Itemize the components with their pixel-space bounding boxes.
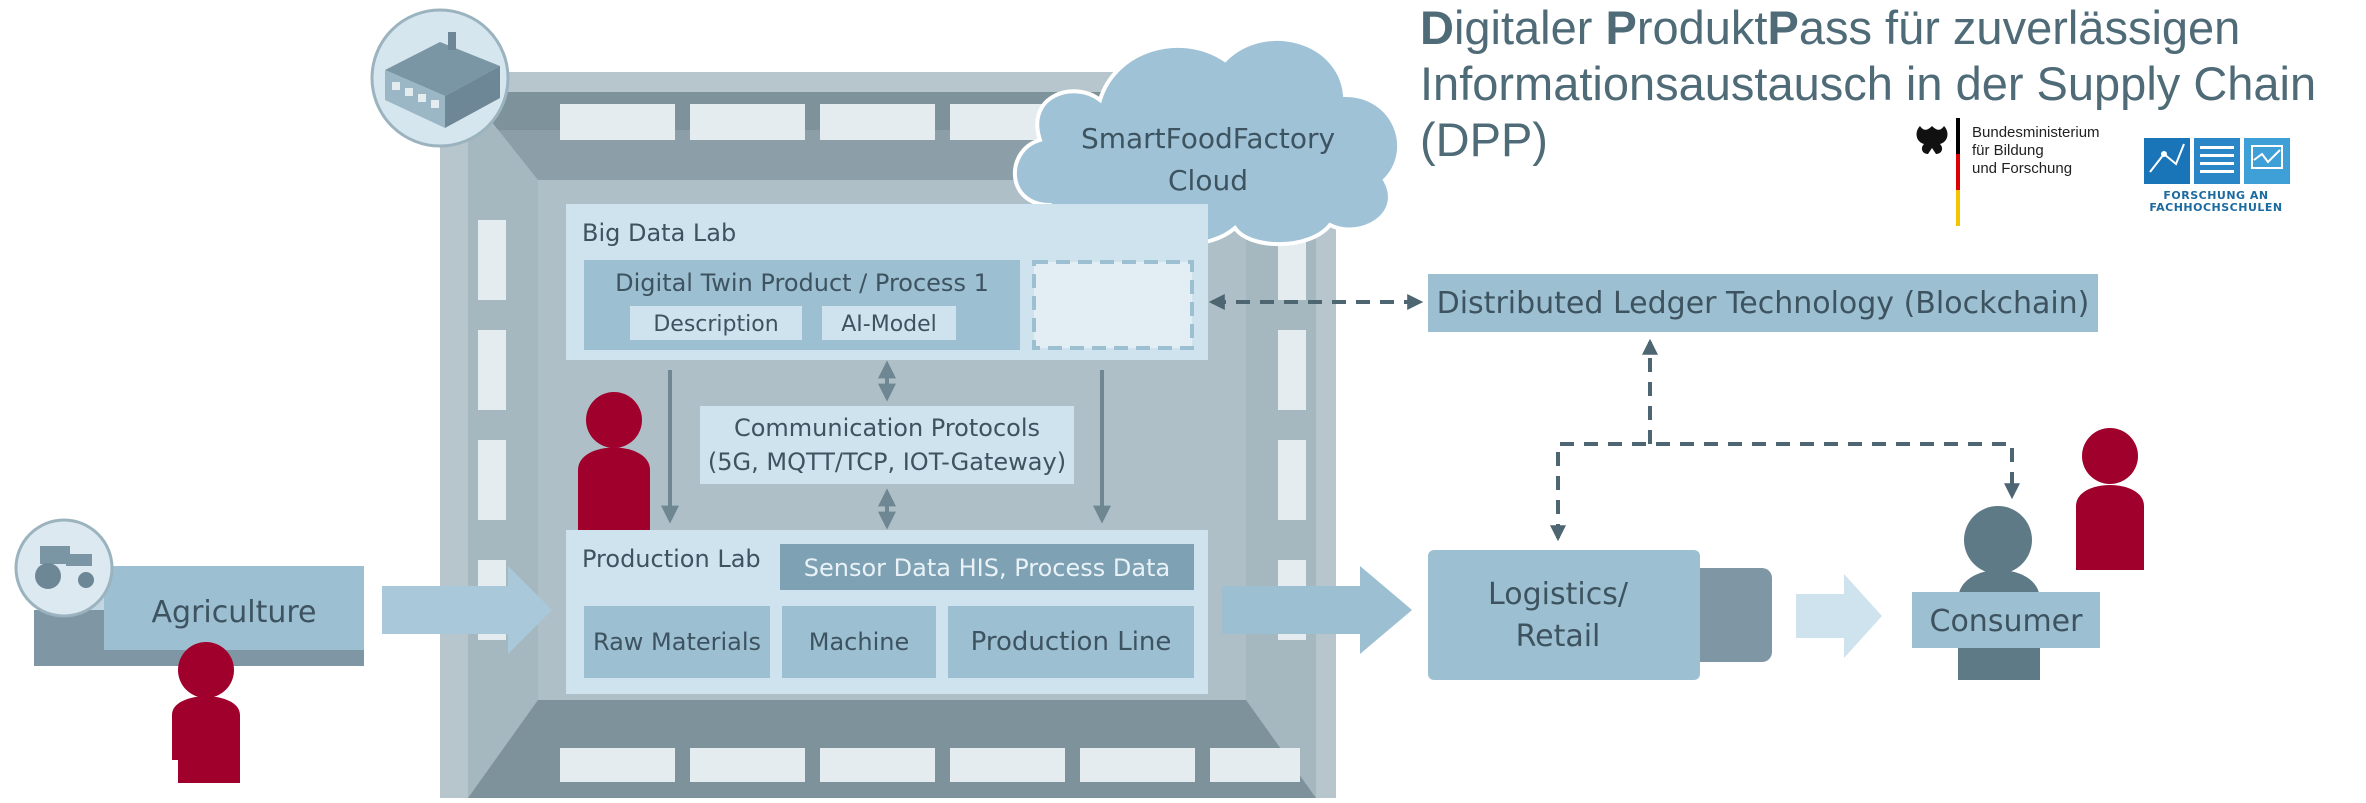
factory-building-icon	[370, 8, 510, 148]
bmbf-logo: Bundesministerium für Bildung und Forsch…	[1910, 118, 2130, 228]
logistics-label-line1: Logistics/	[1488, 577, 1629, 612]
farmer-person-icon	[172, 642, 240, 783]
cloud-label-line1: SmartFoodFactory	[1081, 122, 1335, 155]
title-part: P	[1605, 1, 1637, 54]
factory-worker-person-icon	[578, 392, 650, 530]
sensor-data-label: Sensor Data HIS, Process Data	[804, 554, 1170, 582]
data-flow-arrows	[661, 360, 1111, 530]
agriculture-block	[34, 566, 364, 666]
ledger-box	[1428, 274, 2098, 332]
machine-box	[782, 606, 936, 678]
placeholder-twin-box	[1032, 260, 1194, 350]
communication-line2: (5G, MQTT/TCP, IOT-Gateway)	[708, 448, 1066, 476]
communication-box	[700, 406, 1074, 484]
sensor-data-box	[780, 544, 1194, 590]
agriculture-label: Agriculture	[152, 595, 317, 630]
title-part: D	[1420, 1, 1454, 54]
logistics-block	[1428, 550, 1772, 680]
raw-materials-box	[584, 606, 770, 678]
tractor-icon	[14, 518, 114, 618]
production-line-box	[948, 606, 1194, 678]
logistics-label-line2: Retail	[1516, 619, 1601, 654]
description-box	[630, 306, 802, 340]
title-part: ass für zuverlässigen Informationsaustau…	[1420, 1, 2317, 166]
ledger-connector-lines	[1208, 294, 2020, 542]
title-part: igitaler	[1453, 1, 1606, 54]
fhs-logo: FORSCHUNG AN FACHHOCHSCHULEN	[2136, 132, 2296, 216]
title-part: P	[1767, 1, 1799, 54]
communication-line1: Communication Protocols	[734, 414, 1040, 442]
fhs-logo-icons	[2144, 138, 2290, 184]
description-label: Description	[653, 312, 778, 337]
ledger-label: Distributed Ledger Technology (Blockchai…	[1437, 286, 2090, 321]
bmbf-logo-text: Bundesministerium für Bildung und Forsch…	[1972, 124, 2100, 177]
cloud-label-line2: Cloud	[1168, 164, 1248, 197]
production-line-label: Production Line	[971, 627, 1172, 657]
consumer-red-person-icon	[2076, 428, 2144, 570]
machine-label: Machine	[809, 628, 909, 656]
big-data-lab-label: Big Data Lab	[582, 219, 736, 247]
flow-arrow-production-to-logistics	[1222, 566, 1412, 654]
production-lab-label: Production Lab	[582, 545, 761, 573]
digital-twin-title: Digital Twin Product / Process 1	[615, 269, 989, 297]
federal-eagle-icon	[1916, 118, 1960, 226]
flow-arrow-agriculture-to-production	[382, 566, 552, 654]
ai-model-label: AI-Model	[841, 312, 937, 337]
consumer-label: Consumer	[1930, 604, 2084, 639]
consumer-box	[1912, 592, 2100, 648]
flow-arrow-logistics-to-consumer	[1796, 574, 1882, 658]
page-title: Digitaler ProduktPass für zuverlässigen …	[1420, 0, 2360, 168]
ai-model-box	[822, 306, 956, 340]
title-part: rodukt	[1636, 1, 1768, 54]
fhs-logo-text: FORSCHUNG AN FACHHOCHSCHULEN	[2149, 189, 2283, 214]
raw-materials-label: Raw Materials	[593, 628, 761, 656]
